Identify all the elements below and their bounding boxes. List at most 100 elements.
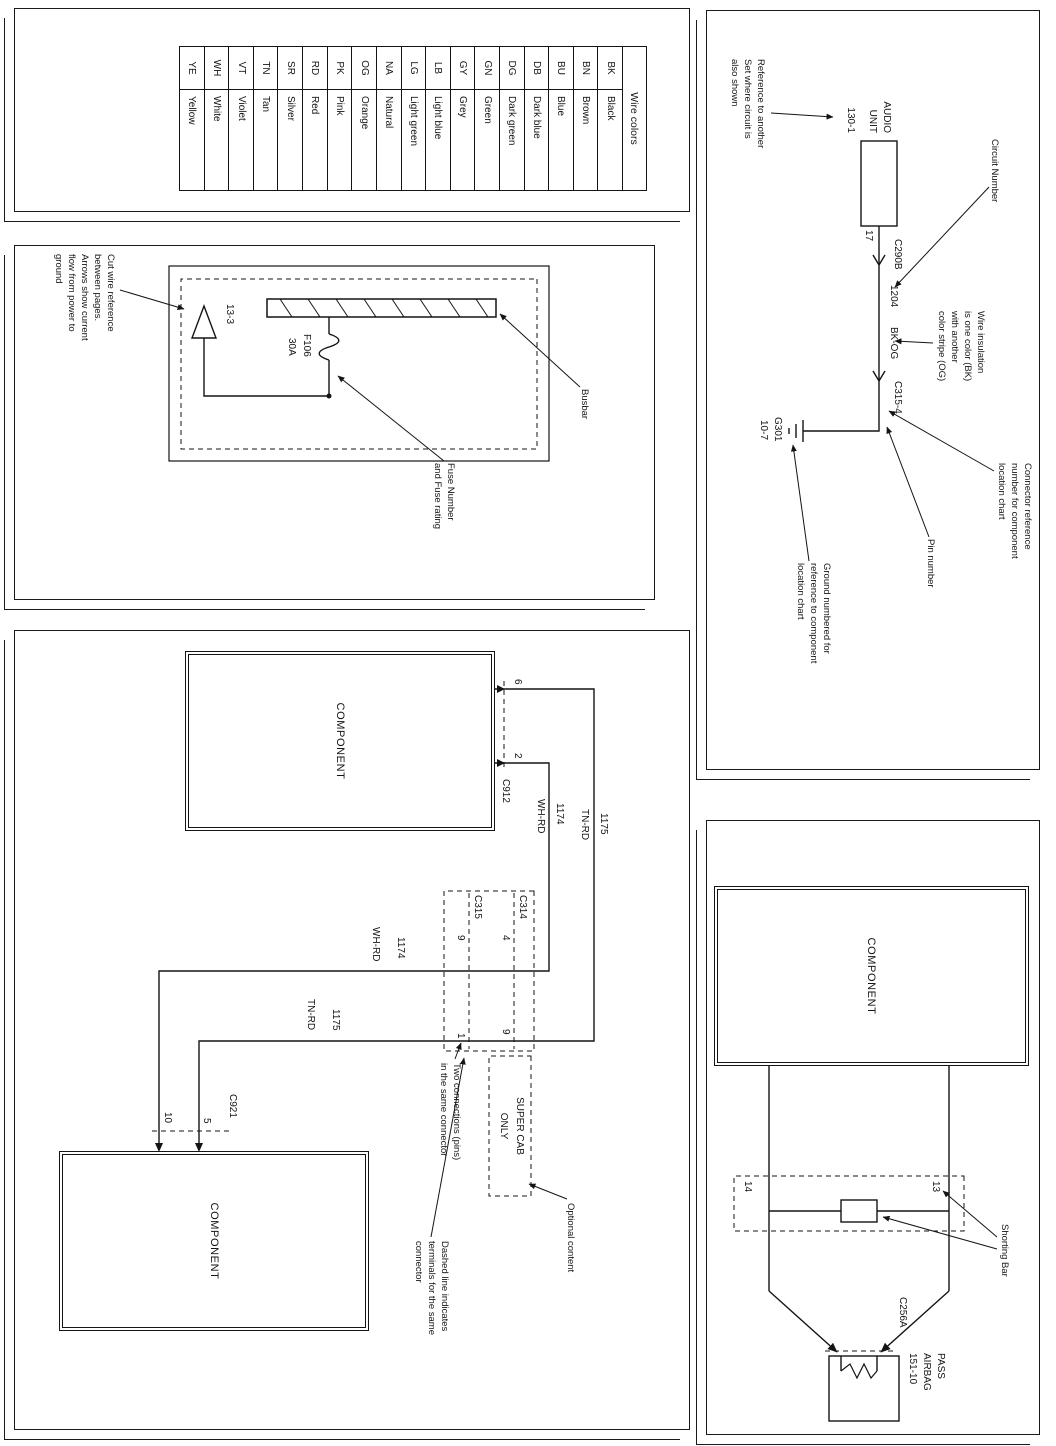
wire-color-name: Brown [580, 96, 592, 125]
pin-14-label: 14 [742, 1181, 753, 1193]
airbag-name-line2: AIRBAG [921, 1353, 932, 1391]
wire-color-code: YE [180, 47, 204, 90]
circuit-1174-label: 1174 [554, 803, 565, 825]
super-cab-line1: SUPER CAB [514, 1097, 525, 1155]
wire-color-name: Pink [334, 96, 345, 116]
audio-unit-page-ref: 130-1 [845, 107, 856, 133]
harness-graphics [149, 681, 595, 1238]
wire-color-code: BN [573, 47, 598, 90]
table-row: TN Tan [253, 47, 279, 190]
pin-9-label-c314: 9 [500, 1029, 511, 1035]
wire-color-name: Green [481, 96, 493, 124]
connector-c921-label: C921 [227, 1094, 238, 1118]
component-label: COMPONENT [865, 937, 878, 1015]
table-row: YE Yellow [180, 47, 205, 190]
color-wh-rd-label-2: WH-RD [370, 927, 381, 962]
pin-13-label: 13 [930, 1181, 941, 1193]
wire-color-name: Yellow [186, 96, 198, 125]
annotation-fuse: Fuse Number and Fuse rating [432, 463, 456, 530]
wire-color-name: Black [604, 96, 616, 121]
wire-color-code: GY [450, 47, 475, 90]
wire-color-name: Dark blue [530, 96, 542, 139]
wire-color-code: DB [524, 47, 549, 90]
component-box-bottom: COMPONENT [59, 1151, 369, 1331]
pin-17-label: 17 [863, 230, 874, 242]
annotation-reference-note: Reference to another Set where circuit i… [729, 59, 766, 149]
converge-wire-lower [768, 1290, 838, 1353]
connector-c290b-label: C290B [892, 239, 903, 270]
wire-color-name: White [210, 96, 222, 122]
wire-1175 [198, 688, 595, 1147]
wire-color-name: Grey [457, 96, 469, 118]
wire-color-code: WH [204, 47, 229, 90]
wire-colors-header: Wire colors [622, 47, 646, 190]
table-row: NA Natural [376, 47, 402, 190]
panel-busbar-fuse: 13-3 F106 30A Busbar Fuse Number and Fus… [14, 245, 655, 600]
annotation-circuit-number: Circuit Number [989, 139, 1000, 203]
wire-color-code: RD [303, 47, 327, 90]
table-row: GY Grey [450, 47, 476, 190]
pin-1-label: 1 [455, 1033, 466, 1039]
annotation-optional-content: Optional content [565, 1203, 576, 1273]
table-row: DB Dark blue [524, 47, 550, 190]
wire-color-name: Violet [235, 96, 247, 121]
annotation-ground-number: Ground numbered for reference to compone… [795, 563, 832, 664]
super-cab-line2: ONLY [498, 1112, 509, 1140]
wire-color-code: SR [278, 47, 303, 90]
annotation-pin-number: Pin number [925, 539, 936, 588]
audio-unit-box [860, 140, 898, 227]
table-row: BK Black [598, 47, 622, 190]
panel-airbag: COMPONENT 13 14 C256A PASS AIRBAG 151-10… [706, 820, 1040, 1435]
wire-color-name: Natural [383, 96, 395, 129]
annotation-arrows [119, 289, 581, 462]
wire-color-code: BK [598, 47, 622, 90]
wire-color-code: TN [253, 47, 278, 90]
table-row: WH White [204, 47, 230, 190]
busbar-graphics [119, 265, 581, 462]
component-label: COMPONENT [208, 1202, 220, 1280]
flow-arrow-pin5 [195, 1143, 203, 1152]
airbag-name-line1: PASS [935, 1353, 946, 1379]
airbag-connector-box [828, 1355, 900, 1422]
ground-id-label: G301 [772, 417, 783, 442]
pin-2-label: 2 [512, 753, 523, 759]
connector-c256a-label: C256A [897, 1297, 908, 1328]
wire-color-name: Red [309, 96, 321, 115]
converge-wire-upper [880, 1290, 950, 1353]
pin-4-label: 4 [500, 935, 511, 941]
connector-dashed-box [733, 1175, 965, 1232]
circuit-1175-label-2: 1175 [330, 1009, 341, 1031]
connector-c315-4-label: C315-4 [892, 381, 903, 414]
wire-color-name: Tan [260, 96, 272, 113]
fuse-id-label: F106 [301, 334, 312, 357]
color-tn-rd-label: TN-RD [579, 809, 590, 841]
wire-color-code: NA [376, 47, 401, 90]
annotation-busbar: Busbar [579, 389, 590, 420]
connector-c314-label: C314 [517, 895, 528, 919]
ground-page-ref-label: 10-7 [758, 420, 769, 441]
squib-zigzag [840, 1362, 878, 1380]
fuse-rating-label: 30A [286, 338, 297, 356]
wire-color-code: OG [352, 47, 376, 90]
circuit-1174-label-2: 1174 [395, 937, 406, 959]
circuit-number-1204-label: 1204 [888, 285, 899, 308]
busbar-hatching [279, 298, 489, 318]
color-wh-rd-label: WH-RD [535, 799, 546, 834]
wire-color-code: DG [499, 47, 524, 90]
pin-10-label: 10 [162, 1112, 173, 1124]
annotation-wire-insulation: Wire insulation is one color (BK) with a… [936, 311, 986, 382]
wire-color-code: LG [401, 47, 426, 90]
pin-6-label: 6 [512, 679, 523, 685]
flow-arrow-pin2 [497, 759, 505, 767]
fuse-symbol [318, 333, 340, 361]
sample-circuit-graphics [770, 112, 995, 562]
power-box-dashed [180, 278, 538, 450]
